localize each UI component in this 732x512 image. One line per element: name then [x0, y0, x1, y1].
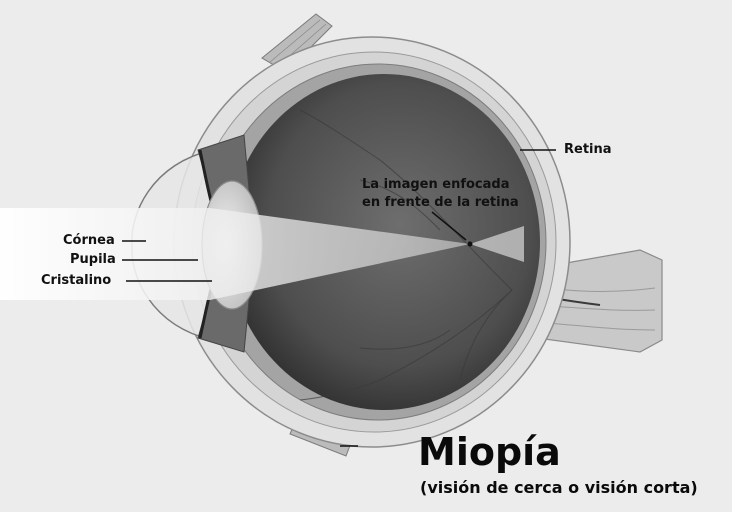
focal-point: [468, 242, 473, 247]
diagram-title: Miopía: [418, 430, 561, 474]
label-lens: Cristalino: [41, 273, 111, 289]
label-pupil: Pupila: [70, 252, 116, 268]
label-retina: Retina: [564, 142, 612, 158]
label-focus-line-1: La imagen enfocada: [362, 177, 509, 193]
label-focus-line-2: en frente de la retina: [362, 195, 519, 211]
diagram-subtitle: (visión de cerca o visión corta): [420, 478, 698, 498]
label-cornea: Córnea: [63, 233, 115, 249]
